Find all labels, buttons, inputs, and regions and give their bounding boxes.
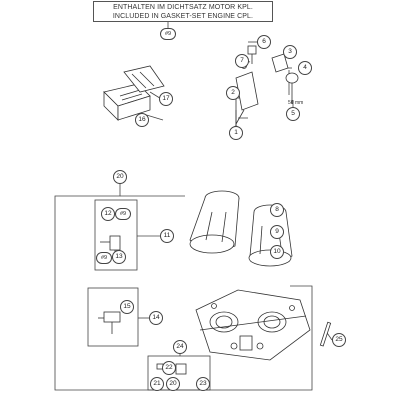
callout-20: 20 [113, 170, 127, 184]
callout-5: 5 [286, 107, 300, 121]
callout-21: 21 [150, 377, 164, 391]
callout-hash-9-a: #9 [115, 208, 131, 220]
callout-16: 16 [135, 113, 149, 127]
note-line-de: ENTHALTEN IM DICHTSATZ MOTOR KPL. [113, 4, 253, 11]
callout-2: 2 [226, 86, 240, 100]
callout-15: 15 [120, 300, 134, 314]
callout-22: 22 [162, 361, 176, 375]
callout-13: 13 [112, 250, 126, 264]
callout-12: 12 [101, 207, 115, 221]
callout-9: 9 [270, 225, 284, 239]
sensor-15-part [98, 311, 121, 334]
callout-11: 11 [160, 229, 174, 243]
callout-23: 23 [196, 377, 210, 391]
callout-20-small: 20 [166, 377, 180, 391]
dimension-label: 50 mm [288, 100, 304, 106]
callout-hash-9-top: #9 [160, 28, 176, 40]
throttle-tube-left [189, 190, 240, 254]
callout-8: 8 [270, 203, 284, 217]
callout-17: 17 [159, 92, 173, 106]
sensor-assembly-part [233, 45, 299, 131]
callout-24: 24 [173, 340, 187, 354]
note-line-en: INCLUDED IN GASKET-SET ENGINE CPL. [112, 13, 254, 20]
callout-1: 1 [229, 126, 243, 140]
throttle-body-part [195, 289, 311, 361]
callout-14: 14 [149, 311, 163, 325]
gasket-set-note: ENTHALTEN IM DICHTSATZ MOTOR KPL. INCLUD… [93, 1, 273, 22]
pin-part [319, 321, 332, 347]
callout-25: 25 [332, 333, 346, 347]
callout-7: 7 [235, 54, 249, 68]
callout-3: 3 [283, 45, 297, 59]
callout-6: 6 [257, 35, 271, 49]
ecu-bracket-part [123, 65, 165, 93]
callout-4: 4 [298, 61, 312, 75]
callout-10: 10 [270, 245, 284, 259]
callout-hash-9-b: #9 [96, 252, 112, 264]
